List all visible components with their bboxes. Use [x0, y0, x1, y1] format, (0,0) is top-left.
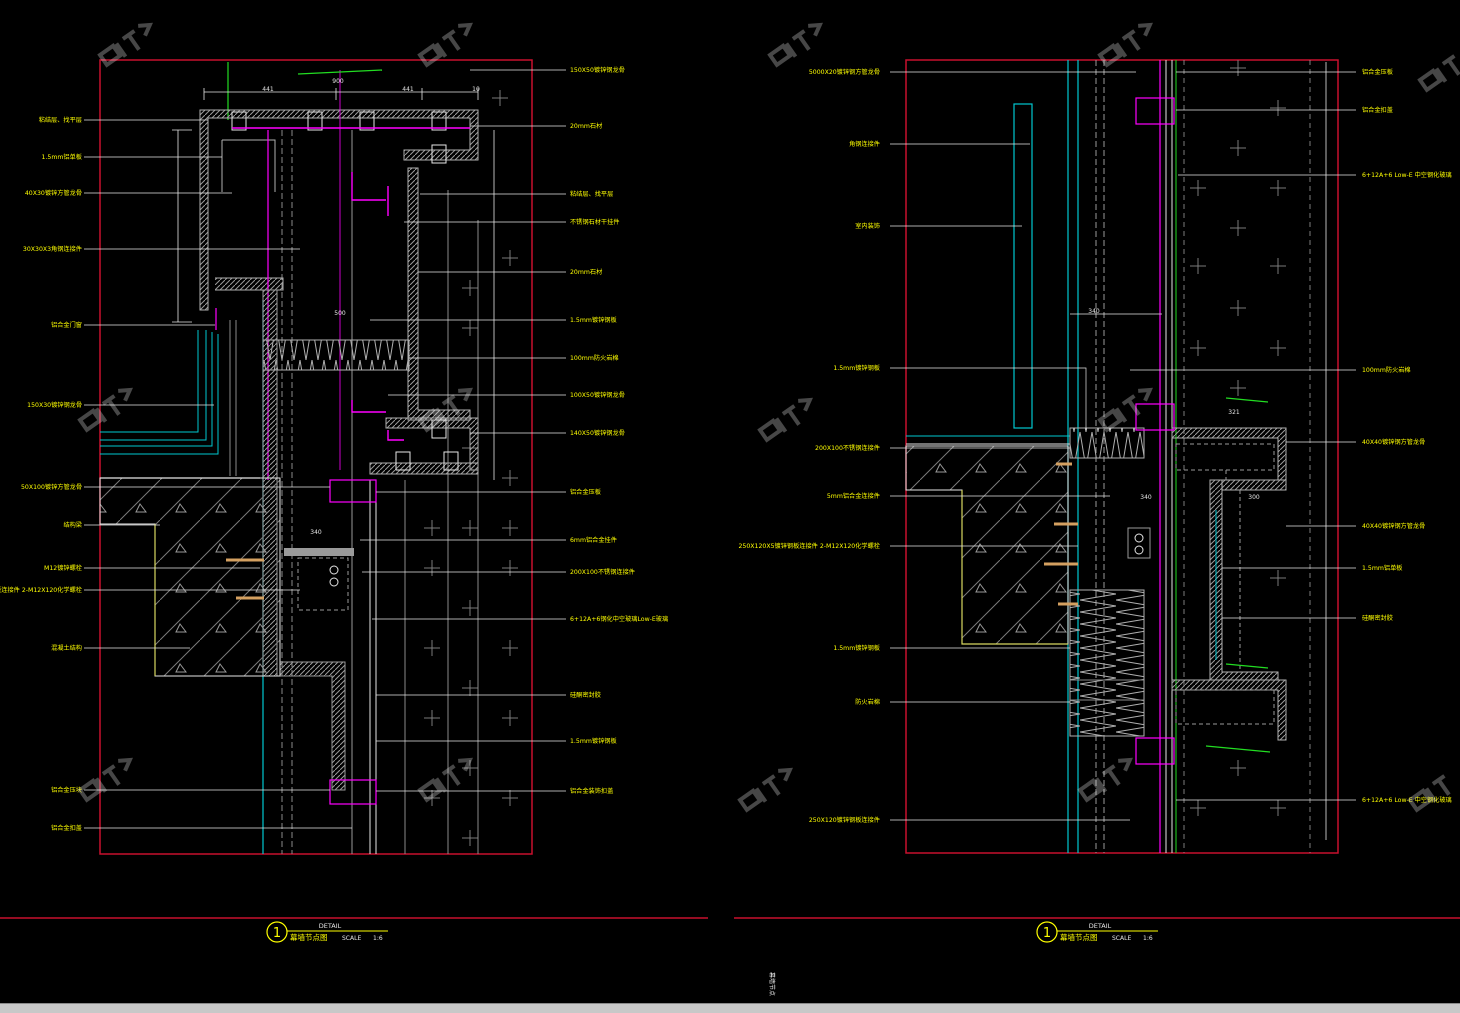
left-label-r13: 硅酮密封胶 [570, 691, 601, 699]
right-label-l9: 250X120镀锌钢板连接件 [809, 816, 880, 824]
right-label-r5: 40X40镀锌钢方管龙骨 [1362, 522, 1425, 530]
left-label-l10: 混凝土结构 [51, 644, 82, 652]
left-label-r9: 铝合金压板 [570, 488, 601, 496]
left-frame [99, 59, 533, 855]
right-label-r6: 1.5mm铝单板 [1362, 564, 1402, 572]
zhimo-watermark-logo [77, 22, 1460, 813]
left-label-l2: 40X30镀锌方管龙骨 [25, 189, 82, 197]
left-label-r2: 粘结层、找平层 [570, 190, 613, 198]
right-label-l1: 角钢连接件 [849, 140, 880, 148]
left-detail: 900 441 441 10 500 340 粘结层、找平层 1.5mm铝单板 … [0, 59, 668, 855]
left-label-r3: 不锈钢石材干挂件 [570, 218, 620, 226]
left-dim-mid: 500 [334, 310, 346, 317]
right-detail-top: DETAIL [1089, 922, 1112, 930]
right-label-r4: 40X40镀锌钢方管龙骨 [1362, 438, 1425, 446]
left-label-r12: 6+12A+6钢化中空玻璃Low-E玻璃 [570, 615, 668, 623]
right-label-r3: 100mm防火岩棉 [1362, 366, 1411, 374]
left-detail-title: 幕墙节点图 [290, 932, 328, 942]
left-scale-label: SCALE [342, 935, 361, 942]
left-label-l3: 30X30X3角钢连接件 [23, 245, 82, 253]
left-label-l8: M12镀锌螺栓 [44, 564, 82, 572]
left-detail-number-circle [266, 921, 288, 943]
right-dim-1: 321 [1228, 409, 1240, 416]
left-detail-number: 1 [273, 926, 281, 941]
right-detail-title: 幕墙节点图 [1060, 932, 1098, 942]
right-dim-2: 300 [1248, 494, 1260, 501]
right-detail-number-circle [1036, 921, 1058, 943]
right-label-r2: 6+12A+6 Low-E 中空钢化玻璃 [1362, 171, 1452, 179]
left-label-r5: 1.5mm镀锌钢板 [570, 316, 617, 324]
right-label-r0: 铝合金压板 [1362, 68, 1393, 76]
right-label-l6: 250X120X5镀锌钢板连接件 2-M12X120化学螺栓 [739, 542, 881, 550]
left-label-l1: 1.5mm铝单板 [42, 153, 82, 161]
status-bar [0, 1003, 1460, 1013]
left-glass-grid [424, 90, 518, 846]
right-glass-grid [1190, 60, 1286, 816]
left-dim-3: 10 [472, 86, 480, 93]
left-label-l0: 粘结层、找平层 [39, 116, 82, 124]
title-strips: 1 DETAIL 幕墙节点图 SCALE 1:6 1 DETAIL 幕墙节点图 … [0, 917, 1460, 996]
left-label-r10: 6mm铝合金挂件 [570, 536, 617, 544]
left-label-r6: 100mm防火岩棉 [570, 354, 619, 362]
left-label-l5: 150X30镀锌钢龙骨 [27, 401, 82, 409]
right-label-l5: 5mm铝合金连接件 [827, 492, 880, 500]
left-scale-value: 1:6 [373, 935, 383, 942]
left-label-r15: 铝合金装饰扣盖 [570, 787, 613, 795]
right-scale-label: SCALE [1112, 935, 1131, 942]
right-scale-value: 1:6 [1143, 935, 1153, 942]
left-dim-1: 441 [262, 86, 274, 93]
left-label-l7: 结构梁 [63, 521, 82, 529]
left-label-l4: 铝合金门窗 [51, 321, 82, 329]
left-dim-total: 900 [332, 78, 344, 85]
right-dim-0: 340 [1088, 308, 1100, 315]
left-label-l12: 铝合金扣盖 [51, 824, 82, 832]
right-label-l3: 1.5mm镀锌钢板 [833, 364, 880, 372]
right-label-l4: 200X100不锈钢连接件 [815, 444, 880, 452]
right-label-l8: 防火岩棉 [855, 698, 880, 706]
right-label-r7: 硅酮密封胶 [1362, 614, 1393, 622]
left-label-r0: 150X50镀锌钢龙骨 [570, 66, 625, 74]
left-label-l9: 250X120X5镀锌钢板连接件 2-M12X120化学螺栓 [0, 586, 82, 594]
left-label-r8: 140X50镀锌钢龙骨 [570, 429, 625, 437]
left-label-r11: 200X100不锈钢连接件 [570, 568, 635, 576]
right-title-block: 1 DETAIL 幕墙节点图 SCALE 1:6 [1036, 921, 1158, 943]
left-label-r4: 20mm石材 [570, 268, 602, 276]
left-title-block: 1 DETAIL 幕墙节点图 SCALE 1:6 [266, 921, 388, 943]
right-label-r8: 6+12A+6 Low-E 中空钢化玻璃 [1362, 796, 1452, 804]
left-dim-2: 441 [402, 86, 414, 93]
right-detail-number: 1 [1043, 926, 1051, 941]
left-label-l6: 50X100镀锌方管龙骨 [21, 483, 82, 491]
right-dim-3: 340 [1140, 494, 1152, 501]
left-label-r1: 20mm石材 [570, 122, 602, 130]
left-detail-top: DETAIL [319, 922, 342, 930]
footer-note: 幕墙节点 [768, 972, 776, 996]
right-detail: 340 321 300 340 5000X20镀锌钢方管龙骨 角钢连接件 室内装… [739, 59, 1452, 854]
right-label-r1: 铝合金扣盖 [1362, 106, 1393, 114]
left-label-r14: 1.5mm镀锌钢板 [570, 737, 617, 745]
right-label-l2: 室内装饰 [855, 222, 880, 230]
left-label-l11: 铝合金压块 [51, 786, 82, 794]
right-label-l0: 5000X20镀锌钢方管龙骨 [809, 68, 880, 76]
left-label-r7: 100X50镀锌钢龙骨 [570, 391, 625, 399]
left-dim-lower: 340 [310, 529, 322, 536]
right-label-l7: 1.5mm镀锌钢板 [833, 644, 880, 652]
